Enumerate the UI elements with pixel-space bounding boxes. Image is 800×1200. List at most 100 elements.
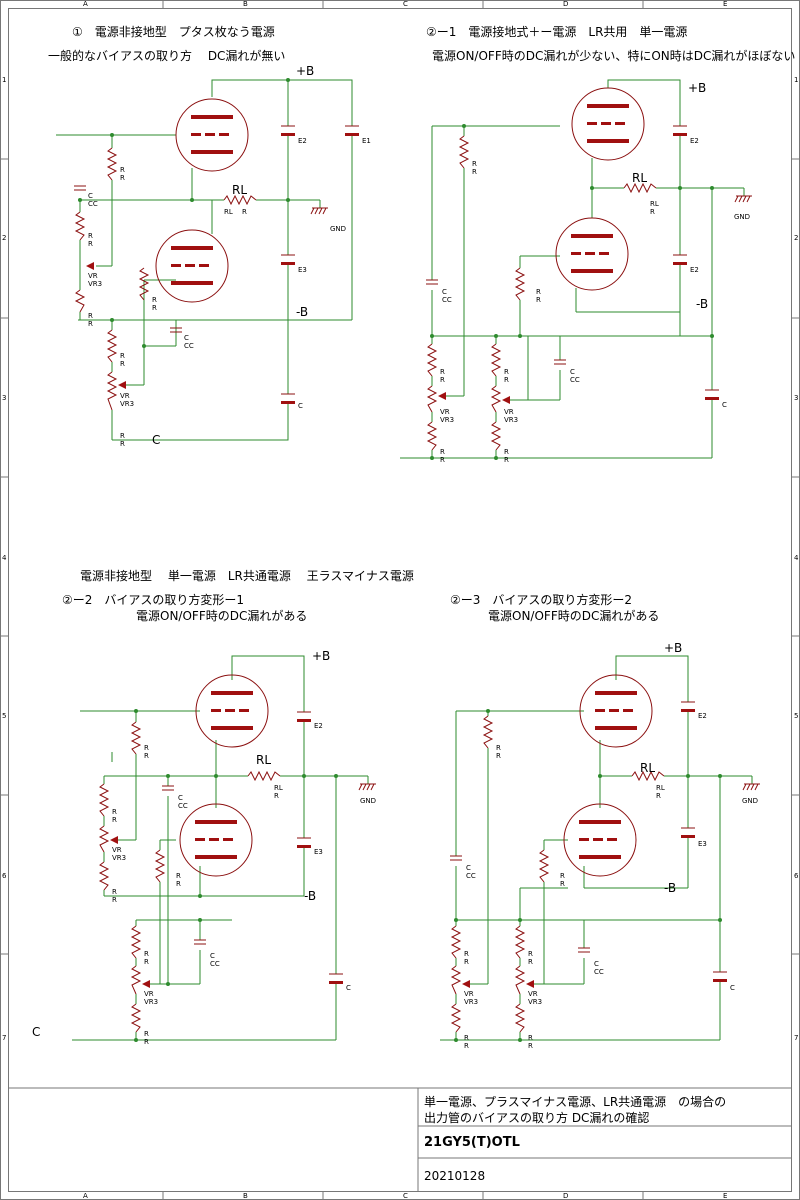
c2-e2b: E2: [690, 266, 699, 274]
section4-title: ②ー3 バイアスの取り方変形ー2: [450, 592, 632, 607]
c4-plus-b: +B: [664, 641, 682, 655]
c2-vr-a: VR: [440, 408, 450, 416]
circuit-2: +B -B RL RL R E2 E2 C GND RR CCC RR CCC …: [400, 79, 752, 464]
c2-r5b: R: [504, 376, 509, 384]
c1-gnd: GND: [330, 225, 346, 233]
c1-cc1: CC: [88, 200, 98, 208]
c4-vr3-a: VR3: [464, 998, 478, 1006]
c2-c2: C: [570, 368, 575, 376]
c4-vr3-b: VR3: [528, 998, 542, 1006]
c1-cc2: CC: [184, 342, 194, 350]
c2-r5: R: [504, 368, 509, 376]
c4-c: C: [730, 984, 735, 992]
c3-rl-small: RL: [274, 784, 283, 792]
c4-e3: E3: [698, 840, 707, 848]
c1-r6: R: [120, 432, 125, 440]
col-label-e-top: E: [723, 0, 727, 8]
c4-r4b: R: [464, 1042, 469, 1050]
c1-r2: R: [88, 232, 93, 240]
c1-r3: R: [88, 312, 93, 320]
c3-e2: E2: [314, 722, 323, 730]
c4-minus-b: -B: [664, 881, 676, 895]
c4-r6b: R: [528, 1042, 533, 1050]
c1-c-bottom: C: [152, 433, 160, 447]
col-label-c-top: C: [403, 0, 408, 8]
c2-e2a: E2: [690, 137, 699, 145]
section2-title: ②ー1 電源接地式＋ー電源 LR共用 単一電源: [426, 24, 687, 39]
c3-e3: E3: [314, 848, 323, 856]
c1-r6b: R: [120, 440, 125, 448]
c2-rl-small: RL: [650, 200, 659, 208]
c2-r4: R: [440, 448, 445, 456]
c3-r1: R: [144, 744, 149, 752]
row-label-7-right: 7: [794, 1034, 798, 1042]
col-label-c-bottom: C: [403, 1192, 408, 1200]
c2-vr-b: VR: [504, 408, 514, 416]
c4-c2: C: [594, 960, 599, 968]
c1-vr3-b: VR3: [120, 400, 134, 408]
c1-vr-b: VR: [120, 392, 130, 400]
c2-r3: R: [440, 368, 445, 376]
row-label-1-right: 1: [794, 76, 798, 84]
c2-r2b: R: [536, 296, 541, 304]
c2-r1: R: [472, 160, 477, 168]
c3-rl-r: R: [274, 792, 279, 800]
c4-cc1: CC: [466, 872, 476, 880]
c1-c1: C: [88, 192, 93, 200]
c3-r4: R: [176, 872, 181, 880]
c3-vr-a: VR: [112, 846, 122, 854]
col-label-d-bottom: D: [563, 1192, 568, 1200]
c3-rl: RL: [256, 753, 271, 767]
c4-r1b: R: [496, 752, 501, 760]
row-label-7-left: 7: [2, 1034, 6, 1042]
c2-plus-b: +B: [688, 81, 706, 95]
c1-vr3: VR3: [88, 280, 102, 288]
c3-r4b: R: [176, 880, 181, 888]
c3-vr3-a: VR3: [112, 854, 126, 862]
c4-rl-small: RL: [656, 784, 665, 792]
c3-c1: C: [178, 794, 183, 802]
c1-r5b: R: [120, 360, 125, 368]
title-block: 単一電源、プラスマイナス電源、LR共通電源 の場合の 出力管のバイアスの取り方 …: [8, 1087, 792, 1192]
c2-cc2: CC: [570, 376, 580, 384]
section1-title: ① 電源非接地型 プタス枚なう電源: [72, 24, 275, 39]
c2-r6b: R: [504, 456, 509, 464]
c2-rl: RL: [632, 171, 647, 185]
section3-title: 電源非接地型 単一電源 LR共通電源 王ラスマイナス電源: [80, 568, 414, 583]
row-label-6-right: 6: [794, 872, 799, 880]
c3-r3b: R: [112, 896, 117, 904]
c1-r1: R: [120, 166, 125, 174]
c4-r6: R: [528, 1034, 533, 1042]
row-label-6-left: 6: [2, 872, 7, 880]
c1-r5: R: [120, 352, 125, 360]
c3-r2b: R: [112, 816, 117, 824]
title-desc-line1: 単一電源、プラスマイナス電源、LR共通電源 の場合の: [424, 1094, 726, 1109]
c2-c1: C: [442, 288, 447, 296]
c1-plus-b: +B: [296, 64, 314, 78]
c4-cc2: CC: [594, 968, 604, 976]
c3-r1b: R: [144, 752, 149, 760]
title-desc-line2: 出力管のバイアスの取り方 DC漏れの確認: [424, 1110, 649, 1125]
c3-c: C: [346, 984, 351, 992]
c4-r2: R: [560, 872, 565, 880]
c3-cc1: CC: [178, 802, 188, 810]
c1-e2: E2: [298, 137, 307, 145]
c4-gnd: GND: [742, 797, 758, 805]
c4-rl: RL: [640, 761, 655, 775]
c1-c-lower: C: [298, 402, 303, 410]
c3-minus-b: -B: [304, 889, 316, 903]
col-label-b-top: B: [243, 0, 248, 8]
c2-r2: R: [536, 288, 541, 296]
c4-r1: R: [496, 744, 501, 752]
section3-note: 電源ON/OFF時のDC漏れがある: [136, 608, 307, 623]
c2-minus-b: -B: [696, 297, 708, 311]
c2-r3b: R: [440, 376, 445, 384]
section4-note: 電源ON/OFF時のDC漏れがある: [488, 608, 659, 623]
row-label-4-left: 4: [2, 554, 7, 562]
drawing-date: 20210128: [424, 1169, 485, 1183]
c3-r6: R: [144, 1030, 149, 1038]
c1-rl-small: RL: [224, 208, 233, 216]
section3-subtitle: ②ー2 バイアスの取り方変形ー1: [62, 592, 244, 607]
c3-r5: R: [144, 950, 149, 958]
